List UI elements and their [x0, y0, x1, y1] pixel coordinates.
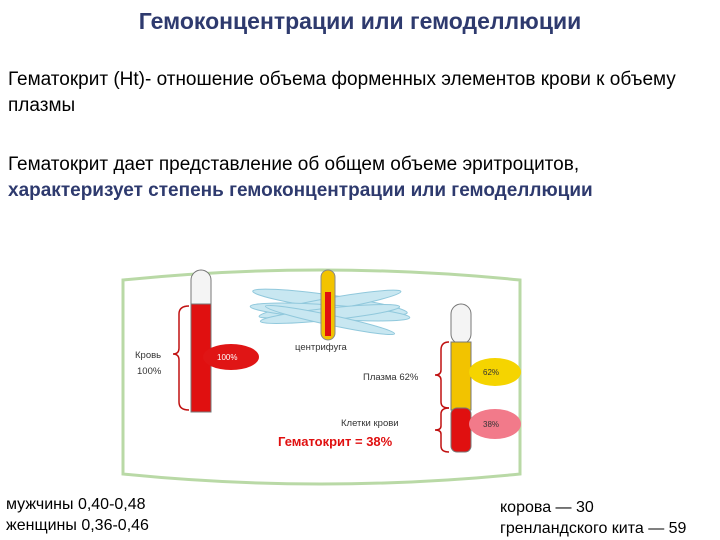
- slide-title: Гемоконцентрации или гемоделлюции: [138, 8, 582, 34]
- reference-men: мужчины 0,40-0,48: [6, 496, 146, 513]
- bubble-62-label: 62%: [483, 368, 499, 377]
- centrifuge-figure: Кровь 100% 100% центрифуга Плазма 62% 62…: [121, 268, 522, 486]
- reference-whale: гренландского кита — 59: [500, 520, 687, 537]
- bubble-100-label: 100%: [217, 353, 237, 362]
- description-highlight: характеризует степень гемоконцентрации и…: [8, 180, 593, 201]
- cells-brace: [434, 407, 450, 453]
- reference-cow: корова — 30: [500, 499, 594, 516]
- reference-human: мужчины 0,40-0,48 женщины 0,36-0,46: [6, 494, 149, 536]
- hematocrit-label: Гематокрит = 38%: [278, 434, 393, 449]
- plasma-brace: [434, 341, 450, 409]
- bubble-100: [203, 344, 259, 370]
- centrifuge-label: центрифуга: [295, 342, 348, 353]
- reference-women: женщины 0,36-0,46: [6, 517, 149, 534]
- reference-animals: корова — 30 гренландского кита — 59: [500, 497, 686, 539]
- bubble-38-label: 38%: [483, 420, 499, 429]
- description-plain: Гематокрит дает представление об общем о…: [8, 154, 580, 175]
- cells-label: Клетки крови: [341, 418, 399, 429]
- left-tube: [190, 269, 212, 413]
- bubble-38: [469, 409, 521, 439]
- bubble-62: [469, 358, 521, 386]
- left-brace: [172, 305, 190, 411]
- center-tube: [320, 269, 336, 341]
- plasma-label: Плазма 62%: [363, 372, 419, 383]
- hematocrit-definition: Гематокрит (Ht)- отношение объема формен…: [8, 69, 676, 116]
- blood-percent: 100%: [137, 366, 162, 377]
- hematocrit-description: Гематокрит дает представление об общем о…: [8, 152, 708, 204]
- right-tube: [450, 303, 472, 453]
- container-frame: [121, 268, 522, 486]
- blood-label: Кровь: [135, 350, 161, 361]
